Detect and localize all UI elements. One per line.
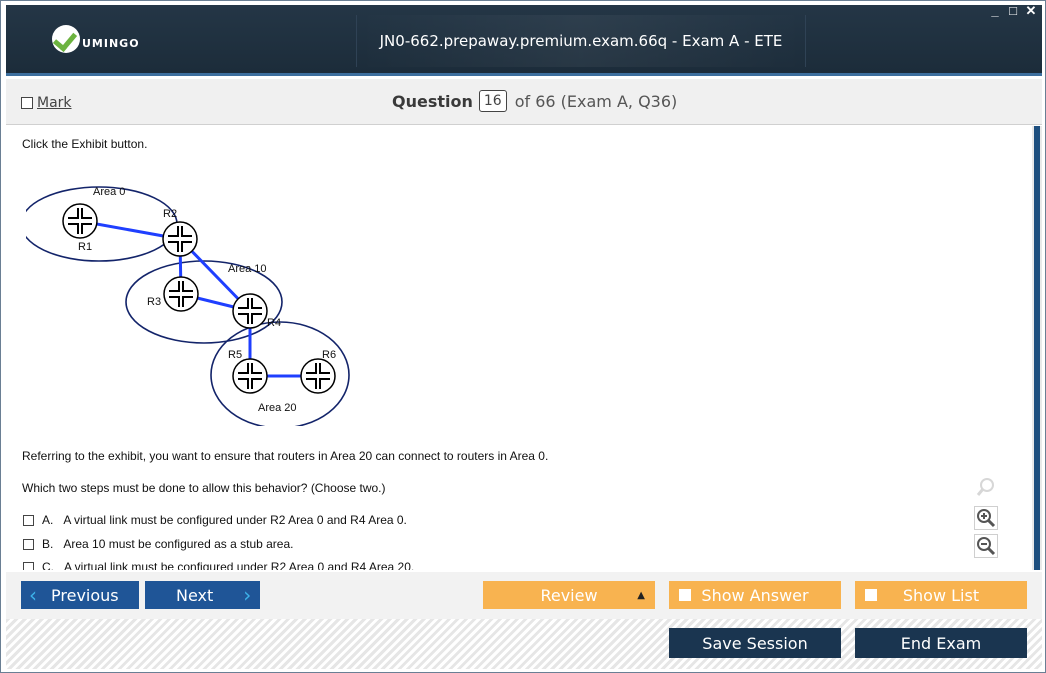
question-prompt: Which two steps must be done to allow th… — [22, 481, 386, 495]
answer-text: A virtual link must be configured under … — [64, 560, 415, 570]
r1-label: R1 — [78, 241, 92, 253]
router-r4-icon — [232, 293, 268, 329]
review-label: Review — [540, 585, 598, 605]
answer-text: Area 10 must be configured as a stub are… — [63, 537, 294, 551]
r4-label: R4 — [267, 317, 281, 329]
r6-label: R6 — [322, 349, 336, 361]
footer-bar: Save Session End Exam — [6, 619, 1042, 669]
r5-label: R5 — [228, 349, 242, 361]
scrollbar-thumb[interactable] — [1034, 126, 1040, 570]
previous-button[interactable]: ‹ Previous — [21, 581, 139, 609]
vumingo-logo: UMINGO — [52, 25, 140, 53]
checkbox-icon[interactable] — [865, 589, 877, 601]
show-list-label: Show List — [902, 585, 980, 605]
navigation-bar: ‹ Previous Next › Review ▲ Show Answer S… — [6, 572, 1042, 619]
answer-checkbox[interactable] — [23, 538, 34, 550]
area-0-label: Area 0 — [93, 186, 125, 198]
answer-letter: A. — [42, 513, 54, 527]
save-session-button[interactable]: Save Session — [669, 628, 841, 658]
router-r6-icon — [300, 358, 336, 394]
title-panel — [356, 15, 806, 67]
answer-letter: C. — [42, 560, 54, 570]
minimize-icon[interactable]: _ — [991, 3, 999, 18]
question-of-text: of 66 (Exam A, Q36) — [514, 91, 678, 111]
chevron-left-icon: ‹ — [29, 583, 37, 607]
answer-checkbox[interactable] — [23, 514, 34, 526]
window-controls: _ □ ✕ — [989, 3, 1037, 19]
checkbox-icon[interactable] — [679, 589, 691, 601]
area-10-label: Area 10 — [228, 263, 267, 275]
close-icon[interactable]: ✕ — [1025, 3, 1037, 18]
content-scrollbar[interactable] — [1032, 126, 1042, 570]
answer-text: A virtual link must be configured under … — [63, 513, 407, 527]
previous-label: Previous — [51, 585, 119, 605]
answer-option-a[interactable]: A. A virtual link must be configured und… — [23, 513, 407, 527]
show-answer-button[interactable]: Show Answer — [669, 581, 841, 609]
magnifier-icon — [974, 475, 998, 499]
router-r5-icon — [232, 358, 268, 394]
title-bar: UMINGO JN0-662.prepaway.premium.exam.66q… — [6, 5, 1042, 122]
zoom-in-icon[interactable] — [974, 506, 998, 530]
answer-letter: B. — [42, 537, 54, 551]
save-session-label: Save Session — [702, 633, 808, 653]
mark-checkbox[interactable]: Mark — [21, 95, 72, 111]
router-r3-icon — [163, 276, 199, 312]
question-header: Mark Question 16 of 66 (Exam A, Q36) — [6, 79, 1042, 125]
answer-checkbox[interactable] — [23, 561, 34, 570]
answer-option-b[interactable]: B. Area 10 must be configured as a stub … — [23, 537, 293, 551]
zoom-out-icon[interactable] — [974, 534, 998, 558]
question-number-input[interactable]: 16 — [478, 90, 507, 112]
show-list-button[interactable]: Show List — [855, 581, 1027, 609]
r2-label: R2 — [163, 208, 177, 220]
checkmark-logo-icon — [52, 25, 80, 53]
review-button[interactable]: Review ▲ — [483, 581, 655, 609]
router-r1-icon — [62, 203, 98, 239]
r3-label: R3 — [147, 296, 161, 308]
question-counter: Question 16 of 66 (Exam A, Q36) — [392, 90, 677, 112]
question-label: Question — [392, 91, 473, 111]
mark-label[interactable]: Mark — [37, 95, 72, 111]
show-answer-label: Show Answer — [701, 585, 809, 605]
question-stem: Referring to the exhibit, you want to en… — [22, 449, 549, 463]
network-exhibit: Area 0 Area 10 Area 20 R1 R2 R3 R4 R5 R6 — [26, 186, 350, 426]
next-label: Next — [176, 585, 214, 605]
question-content: Click the Exhibit button. — [6, 126, 1028, 570]
answer-option-c[interactable]: C. A virtual link must be configured und… — [23, 560, 414, 570]
end-exam-button[interactable]: End Exam — [855, 628, 1027, 658]
area-10-ellipse — [125, 260, 283, 344]
router-r2-icon — [162, 221, 198, 257]
area-20-label: Area 20 — [258, 402, 297, 414]
checkbox-icon[interactable] — [21, 97, 33, 109]
chevron-right-icon: › — [243, 583, 252, 607]
logo-text: UMINGO — [82, 36, 140, 50]
area-20-ellipse — [210, 321, 350, 426]
end-exam-label: End Exam — [900, 633, 982, 653]
question-intro: Click the Exhibit button. — [22, 137, 148, 151]
next-button[interactable]: Next › — [145, 581, 260, 609]
maximize-icon[interactable]: □ — [1009, 3, 1017, 18]
window-title: JN0-662.prepaway.premium.exam.66q - Exam… — [379, 32, 783, 122]
triangle-up-icon: ▲ — [637, 590, 645, 601]
